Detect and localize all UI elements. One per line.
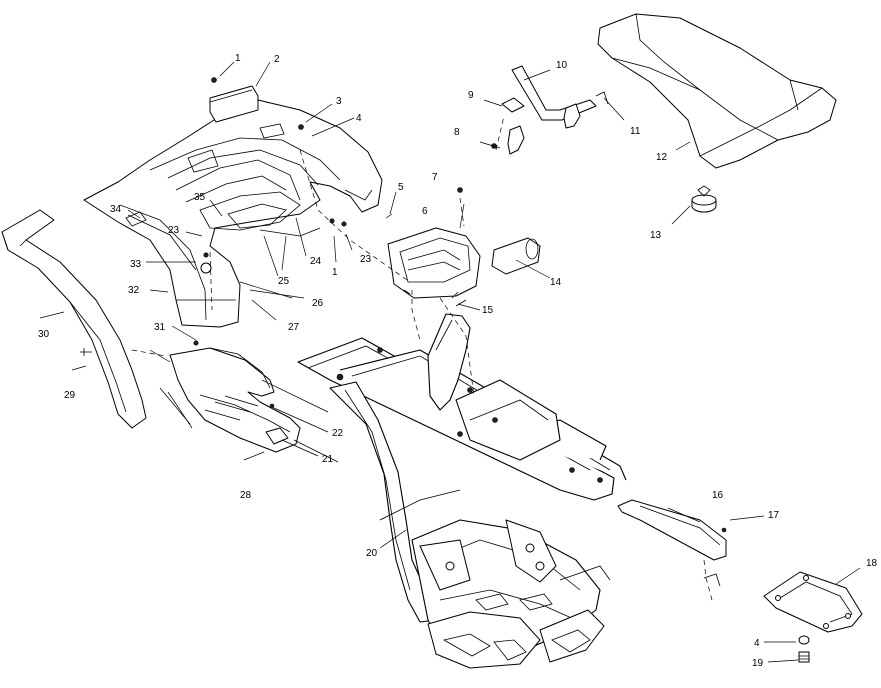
callout-1b: 1 [332, 267, 338, 278]
small-hardware [80, 289, 467, 356]
callout-12: 12 [656, 152, 668, 163]
callout-29: 29 [64, 390, 76, 401]
skid-plate-18 [763, 571, 863, 663]
callout-18: 18 [866, 558, 878, 569]
seat-bumper-13 [691, 185, 717, 213]
heat-shield-16 [617, 499, 727, 587]
callout-15: 15 [482, 305, 494, 316]
pad-14 [491, 237, 541, 275]
footwell-28 [149, 340, 339, 463]
callout-28: 28 [240, 490, 252, 501]
callout-21: 21 [322, 454, 334, 465]
callout-14: 14 [550, 277, 562, 288]
callout-17: 17 [768, 510, 780, 521]
callout-13: 13 [650, 230, 662, 241]
callout-22: 22 [332, 428, 344, 439]
callout-3: 3 [336, 96, 342, 107]
callout-34: 34 [110, 204, 122, 215]
callout-31: 31 [154, 322, 166, 333]
callout-16: 16 [712, 490, 724, 501]
callout-6: 6 [422, 206, 428, 217]
callout-leaders [39, 61, 861, 663]
callout-9: 9 [468, 90, 474, 101]
callout-32: 32 [128, 285, 140, 296]
callout-numbers: 1 2 3 4 5 6 7 8 9 10 11 12 13 14 15 16 1… [38, 53, 878, 669]
callout-33: 33 [130, 259, 142, 270]
seat-12 [597, 13, 837, 169]
callout-8: 8 [454, 127, 460, 138]
flap-30 [1, 209, 147, 429]
seat-latch-assembly [491, 65, 609, 155]
callout-23a: 23 [168, 225, 180, 236]
callout-4: 4 [356, 113, 362, 124]
rear-fender-assembly [83, 77, 393, 328]
callout-24: 24 [310, 256, 322, 267]
callout-2: 2 [274, 54, 280, 65]
assembly-guide-lines [131, 115, 713, 601]
callout-30: 30 [38, 329, 50, 340]
callout-25: 25 [278, 276, 290, 287]
callout-23b: 23 [360, 254, 372, 265]
callout-19: 19 [752, 658, 764, 669]
callout-10: 10 [556, 60, 568, 71]
callout-1: 1 [235, 53, 241, 64]
callout-11: 11 [630, 126, 641, 137]
callout-26: 26 [312, 298, 324, 309]
callout-20: 20 [366, 548, 378, 559]
callout-7: 7 [432, 172, 438, 183]
main-frame-20 [297, 313, 627, 669]
callout-4b: 4 [754, 638, 760, 649]
callout-35: 35 [194, 192, 206, 203]
storage-box-6 [387, 187, 481, 299]
callout-5: 5 [398, 182, 404, 193]
callout-27: 27 [288, 322, 300, 333]
